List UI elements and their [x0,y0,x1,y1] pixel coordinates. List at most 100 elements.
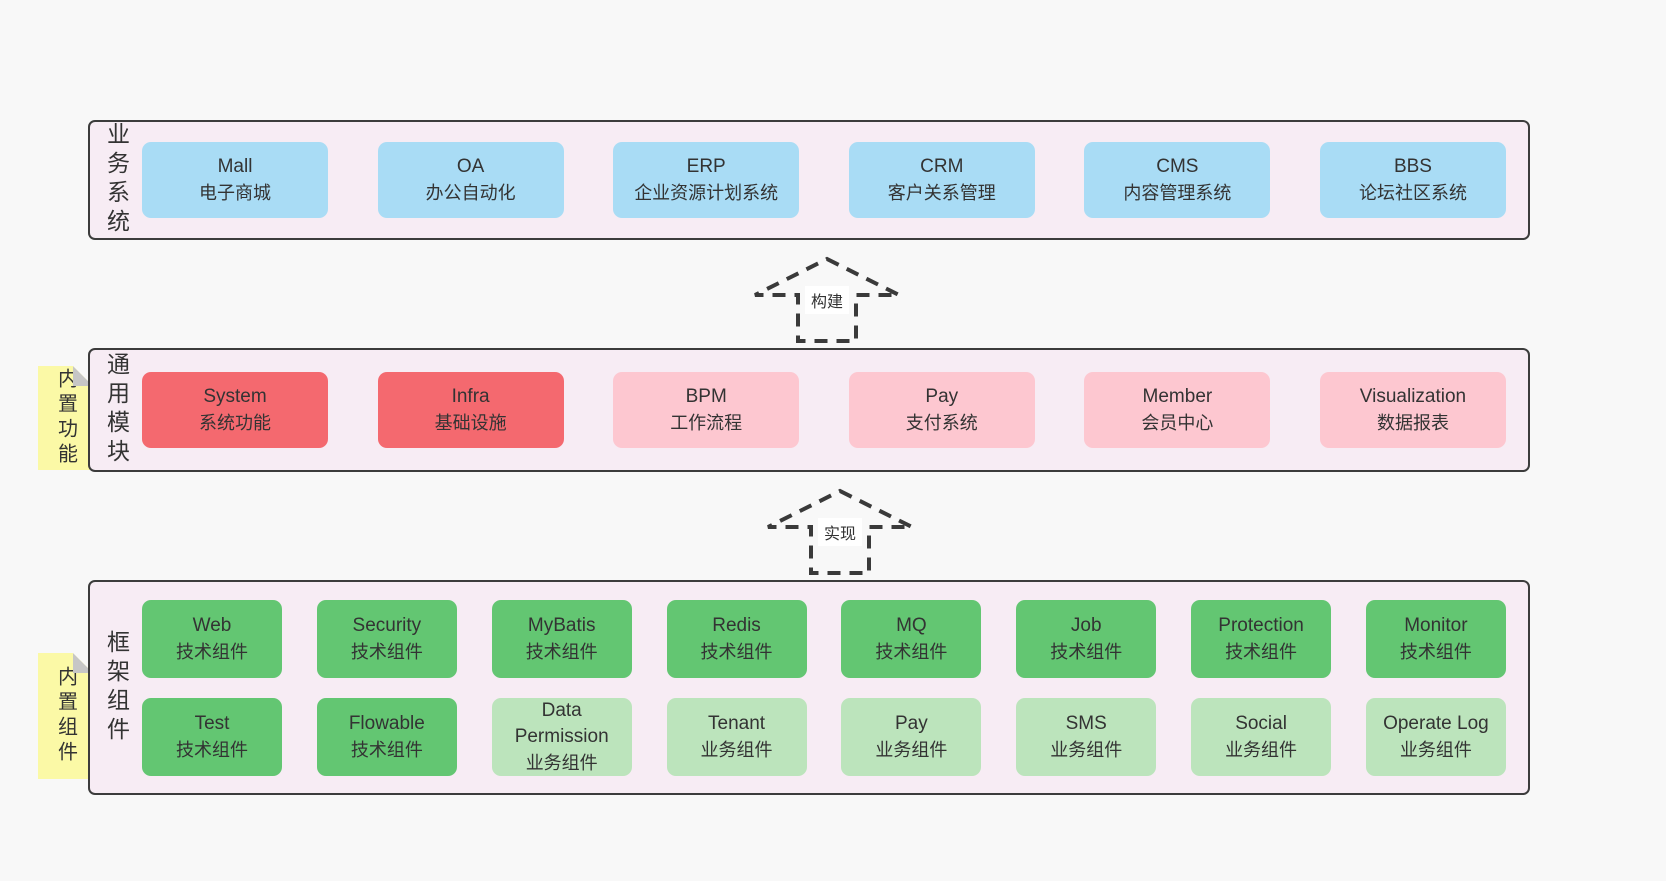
node-title: Protection [1218,614,1304,636]
node-title: BBS [1393,156,1432,177]
node-subtitle: 办公自动化 [425,183,516,203]
node-title: Security [352,614,422,636]
node-subtitle: 企业资源计划系统 [634,183,779,203]
node-cms: CMS 内容管理系统 [1084,142,1271,218]
layer-content: Mall 电子商城 OA 办公自动化 ERP 企业资源计划系统 CRM 客户关系管理 CMS 内容… [142,122,1528,238]
node-crm: CRM 客户关系管理 [848,142,1035,218]
layer-title: 通用模块 [103,352,130,468]
node-title: MQ [896,614,927,636]
node-title: Test [194,712,230,734]
node-title: Visualization [1359,386,1467,407]
node-title: Tenant [708,712,766,734]
node-title: Job [1070,614,1102,636]
layer-label-column: 通用模块 [90,350,142,470]
node-subtitle: 技术组件 [700,641,773,662]
node-erp: ERP 企业资源计划系统 [613,142,800,218]
node-data-permission: Data Permission 业务组件 [491,697,632,776]
node-subtitle: 客户关系管理 [887,183,996,203]
node-title: BPM [685,386,727,407]
layer-title: 框架组件 [103,629,130,746]
node-subtitle: 基础设施 [434,413,507,433]
node-bpm: BPM 工作流程 [613,372,800,448]
node-subtitle: 技术组件 [176,739,248,760]
node-title: Mall [217,156,253,177]
node-title: CRM [920,156,964,177]
node-title: SMS [1065,712,1107,734]
node-subtitle: 业务组件 [1399,739,1472,760]
node-subtitle: 业务组件 [1225,739,1298,760]
node-subtitle: 论坛社区系统 [1358,183,1467,203]
node-subtitle: 会员中心 [1141,413,1214,433]
node-title: ERP [686,156,726,177]
node-subtitle: 支付系统 [905,413,978,433]
node-system: System 系统功能 [142,372,328,448]
node-title: Operate Log [1383,712,1489,734]
node-oa: OA 办公自动化 [377,142,564,218]
node-mall: Mall 电子商城 [142,142,328,218]
node-subtitle: 技术组件 [350,641,423,662]
node-title: System [203,386,267,407]
node-mq: MQ 技术组件 [841,599,982,678]
node-job: Job 技术组件 [1016,599,1157,678]
node-title: Flowable [348,712,425,734]
node-title: Data Permission [514,699,609,747]
node-subtitle: 技术组件 [1225,641,1298,662]
node-title: Pay [895,712,928,734]
node-subtitle: 业务组件 [700,739,773,760]
node-subtitle: 业务组件 [1050,739,1123,760]
node-title: CMS [1156,156,1199,177]
node-subtitle: 业务组件 [875,739,948,760]
note-text: 内置功能 [54,368,77,468]
layer-label-column: 业务系统 [90,122,142,238]
node-social: Social 业务组件 [1191,697,1332,776]
node-security: Security 技术组件 [316,599,457,678]
sticky-note-built-in-features: 内置功能 [38,366,93,470]
node-row: Mall 电子商城 OA 办公自动化 ERP 企业资源计划系统 CRM 客户关系管理 CMS 内容… [142,142,1506,218]
node-subtitle: 技术组件 [1050,641,1123,662]
node-test: Test 技术组件 [142,697,282,776]
node-title: Monitor [1404,614,1468,636]
node-title: Member [1142,386,1213,407]
node-subtitle: 技术组件 [176,641,248,662]
node-pay: Pay 业务组件 [841,697,982,776]
node-title: Social [1235,712,1287,734]
note-text: 内置组件 [54,666,77,766]
node-title: MyBatis [527,614,596,636]
up-arrow-icon [754,256,900,343]
layer-title: 业务系统 [103,122,130,238]
node-member: Member 会员中心 [1084,372,1271,448]
implement-arrow: 实现 [763,486,917,578]
up-arrow-icon [767,488,913,575]
node-flowable: Flowable 技术组件 [316,697,457,776]
arrow-label: 实现 [817,518,863,546]
node-subtitle: 业务组件 [525,752,598,773]
layer-business-systems: 业务系统 Mall 电子商城 OA 办公自动化 ERP 企业资源计划系统 CRM 客户关系管理… [88,120,1530,240]
node-title: OA [456,156,485,177]
node-subtitle: 工作流程 [670,413,743,433]
node-subtitle: 技术组件 [350,739,423,760]
layer-label-column: 框架组件 [90,582,142,793]
node-subtitle: 电子商城 [199,183,271,203]
sticky-note-built-in-components: 内置组件 [38,653,93,779]
node-subtitle: 技术组件 [875,641,948,662]
node-subtitle: 系统功能 [199,413,271,433]
node-operate-log: Operate Log 业务组件 [1365,697,1506,776]
node-tenant: Tenant 业务组件 [666,697,807,776]
node-bbs: BBS 论坛社区系统 [1319,142,1506,218]
node-sms: SMS 业务组件 [1016,697,1157,776]
node-subtitle: 内容管理系统 [1123,183,1232,203]
arrow-label: 构建 [804,286,850,314]
